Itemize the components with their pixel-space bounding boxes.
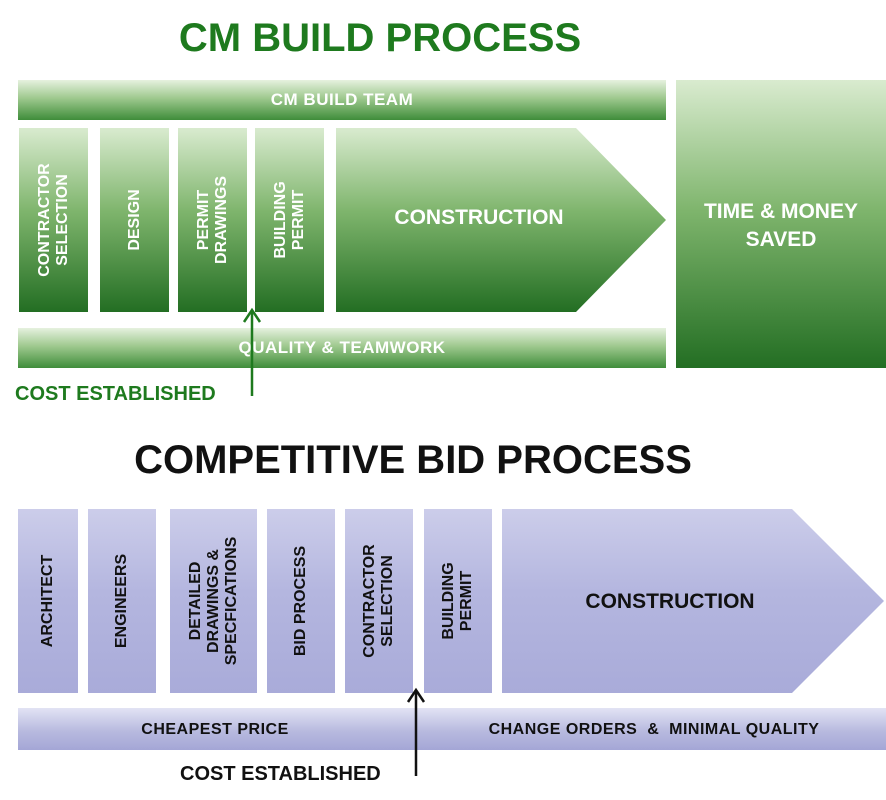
bid-stage-label: BUILDING PERMIT: [440, 562, 476, 639]
bid-stage-line: DETAILED: [186, 561, 204, 641]
cm-cost-established-label: COST ESTABLISHED: [15, 383, 216, 405]
cm-stage-line: PERMIT: [194, 189, 212, 251]
bid-stage-label: BID PROCESS: [292, 546, 310, 656]
cm-stage-label: CONTRACTOR SELECTION: [36, 163, 72, 276]
cm-stage-line: BUILDING: [271, 181, 289, 259]
cm-stage-line: SELECTION: [53, 174, 71, 266]
cm-build-team-band: CM BUILD TEAM: [18, 80, 666, 120]
cm-stage-label: BUILDING PERMIT: [272, 181, 308, 258]
bid-stage-detailed-drawings: DETAILED DRAWINGS & SPECFICATIONS: [170, 509, 257, 693]
cm-stage-permit-drawings: PERMIT DRAWINGS: [178, 128, 247, 312]
saved-line: TIME & MONEY: [703, 200, 858, 223]
cm-stage-contractor-selection: CONTRACTOR SELECTION: [19, 128, 88, 312]
bid-stage-line: ENGINEERS: [113, 553, 131, 649]
saved-line: SAVED: [745, 228, 817, 251]
competitive-bid-process-title: COMPETITIVE BID PROCESS: [134, 438, 692, 482]
bid-cost-established-arrow: [406, 687, 426, 776]
bid-stage-label: DETAILED DRAWINGS & SPECFICATIONS: [187, 537, 241, 666]
bid-stage-label: CONTRACTOR SELECTION: [361, 544, 397, 657]
bid-stage-line: SELECTION: [379, 555, 396, 647]
cm-stage-line: PERMIT: [289, 189, 307, 251]
bid-stage-line: ARCHITECT: [39, 554, 57, 648]
bid-stage-architect: ARCHITECT: [18, 509, 78, 693]
bid-stage-label: ENGINEERS: [113, 554, 131, 648]
bid-stage-line: DRAWINGS &: [204, 549, 222, 654]
bid-stage-line: PERMIT: [458, 570, 475, 632]
bid-stage-building-permit: BUILDING PERMIT: [424, 509, 492, 693]
quality-teamwork-band: QUALITY & TEAMWORK: [18, 328, 666, 368]
cheapest-price-label: CHEAPEST PRICE: [141, 721, 289, 738]
bid-stage-bid-process: BID PROCESS: [267, 509, 335, 693]
bid-stage-line: SPECFICATIONS: [222, 536, 240, 666]
cm-build-team-label: CM BUILD TEAM: [270, 90, 414, 109]
bid-stage-engineers: ENGINEERS: [88, 509, 156, 693]
time-money-saved-box: TIME & MONEY SAVED: [676, 80, 886, 368]
cm-stage-line: CONTRACTOR: [35, 163, 53, 277]
change-orders-label: CHANGE ORDERS & MINIMAL QUALITY: [488, 721, 820, 738]
bid-construction-arrow: [502, 509, 884, 693]
bid-price-band: CHEAPEST PRICE CHANGE ORDERS & MINIMAL Q…: [18, 708, 886, 750]
cm-construction-arrow: [336, 128, 666, 312]
cm-stage-label: DESIGN: [126, 189, 144, 250]
cm-construction-label: CONSTRUCTION: [394, 206, 564, 229]
cm-build-process-title: CM BUILD PROCESS: [178, 16, 582, 60]
bid-cost-established-label: COST ESTABLISHED: [180, 763, 381, 785]
cm-stage-design: DESIGN: [100, 128, 169, 312]
bid-stage-label: ARCHITECT: [39, 555, 57, 647]
cm-stage-building-permit: BUILDING PERMIT: [255, 128, 324, 312]
bid-construction-label: CONSTRUCTION: [585, 590, 755, 613]
cm-stage-line: DRAWINGS: [212, 176, 230, 264]
bid-stage-line: BUILDING: [440, 562, 458, 640]
bid-stage-contractor-selection: CONTRACTOR SELECTION: [345, 509, 413, 693]
cm-cost-established-arrow: [242, 307, 262, 396]
cm-stage-line: DESIGN: [125, 189, 143, 251]
bid-stage-line: BID PROCESS: [292, 545, 310, 657]
bid-stage-line: CONTRACTOR: [361, 544, 379, 658]
cm-stage-label: PERMIT DRAWINGS: [195, 176, 231, 264]
quality-teamwork-label: QUALITY & TEAMWORK: [238, 338, 446, 357]
